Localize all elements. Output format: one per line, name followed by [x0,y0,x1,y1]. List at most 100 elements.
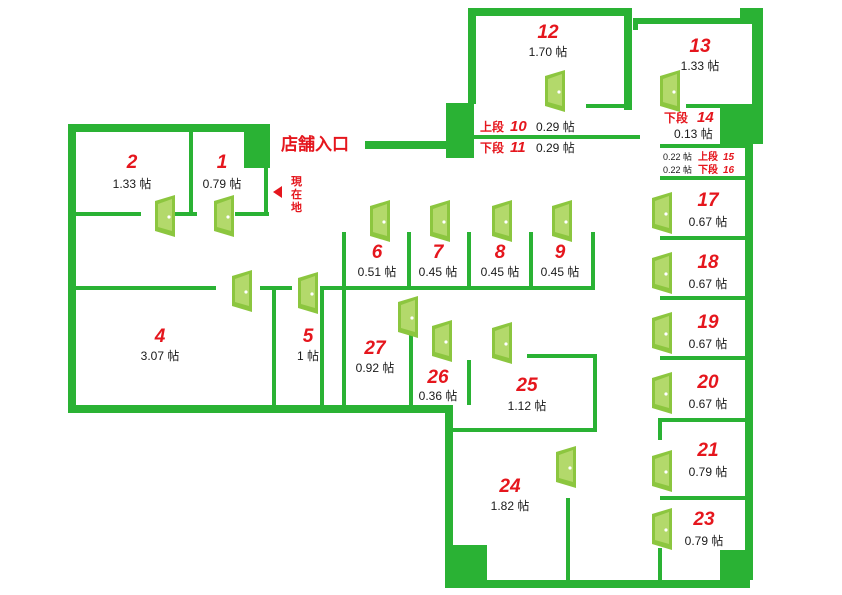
wall [264,168,268,216]
door-icon [652,372,672,414]
room-number: 18 [697,252,719,273]
door-icon [492,322,512,364]
room-number: 26 [426,367,449,388]
room-area: 1.33 帖 [113,176,152,191]
room-area: 0.51 帖 [358,264,397,279]
room-25: 25 1.12 帖 [508,375,547,413]
room-area: 0.67 帖 [689,336,728,351]
wall [686,104,720,108]
room-11: 下段 11 0.29 帖 [480,139,575,156]
wall [660,176,750,180]
wall [76,212,141,216]
wall [189,132,193,216]
room-14: 下段 14 0.13 帖 [664,109,714,141]
room-number: 5 [303,326,314,347]
wall [745,144,753,580]
wall [586,104,632,108]
current-location-char: 在 [291,187,302,201]
room-number: 8 [495,242,506,263]
room-12: 12 1.70 帖 [529,22,568,59]
room-tier: 下段 [664,110,689,125]
room-number: 10 [510,118,527,135]
door-icon [545,70,565,112]
room-area: 0.22 帖 [663,164,692,175]
room-area: 0.92 帖 [356,360,395,375]
room-15: 0.22 帖 上段 15 [663,150,735,163]
room-number: 20 [696,372,719,393]
wall [467,360,471,405]
door-icon [492,200,512,242]
room-area: 3.07 帖 [141,348,180,363]
doors [155,70,680,550]
arrow-left-icon [273,186,282,198]
room-9: 9 0.45 帖 [541,242,580,279]
room-24: 24 1.82 帖 [491,476,530,513]
wall [660,236,750,240]
door-icon [214,195,234,237]
wall-pillar [453,545,487,580]
wall [660,296,750,300]
door-icon [155,195,175,237]
room-tier: 下段 [698,163,718,176]
door-icon [430,200,450,242]
wall-pillar [740,8,763,24]
wall [468,8,476,104]
room-27: 27 0.92 帖 [356,338,395,375]
wall [320,286,324,405]
wall [658,418,662,440]
room-number: 1 [217,152,228,173]
wall-pillar [446,103,474,158]
current-location-char: 現 [291,175,302,188]
room-2: 2 1.33 帖 [113,152,152,191]
door-icon [232,270,252,312]
room-8: 8 0.45 帖 [481,242,520,279]
wall [175,212,197,216]
walls [68,8,763,588]
wall [529,232,533,286]
wall [324,286,594,290]
room-number: 11 [510,139,526,156]
room-area: 0.29 帖 [536,119,575,134]
wall-pillar [244,124,270,168]
wall [76,286,216,290]
door-icon [552,200,572,242]
wall [633,18,763,24]
room-area: 0.45 帖 [481,264,520,279]
room-1: 1 0.79 帖 [203,152,242,191]
wall [566,498,570,580]
room-area: 0.22 帖 [663,151,692,162]
door-icon [398,296,418,338]
door-icon [370,200,390,242]
room-6: 6 0.51 帖 [358,242,397,279]
wall [527,354,597,358]
room-area: 0.67 帖 [689,214,728,229]
wall [365,141,453,149]
wall [445,405,453,588]
room-area: 0.79 帖 [685,533,724,548]
room-area: 0.67 帖 [689,276,728,291]
door-icon [652,450,672,492]
wall [235,212,269,216]
room-area: 0.13 帖 [674,126,713,141]
room-number: 16 [723,165,735,176]
room-number: 25 [515,375,538,396]
room-16: 0.22 帖 下段 16 [663,163,735,176]
room-26: 26 0.36 帖 [419,367,458,403]
room-area: 0.79 帖 [203,176,242,191]
room-number: 13 [689,36,711,57]
room-area: 0.36 帖 [419,388,458,403]
room-21: 21 0.79 帖 [689,440,728,479]
room-area: 1 帖 [297,348,319,363]
room-18: 18 0.67 帖 [689,252,728,291]
room-number: 14 [697,109,714,126]
wall [624,8,632,110]
wall [660,356,750,360]
wall [68,124,250,132]
room-area: 1.82 帖 [491,498,530,513]
wall [660,418,750,422]
room-number: 24 [498,476,521,497]
wall [658,548,662,580]
room-19: 19 0.67 帖 [689,312,728,351]
door-icon [432,320,452,362]
